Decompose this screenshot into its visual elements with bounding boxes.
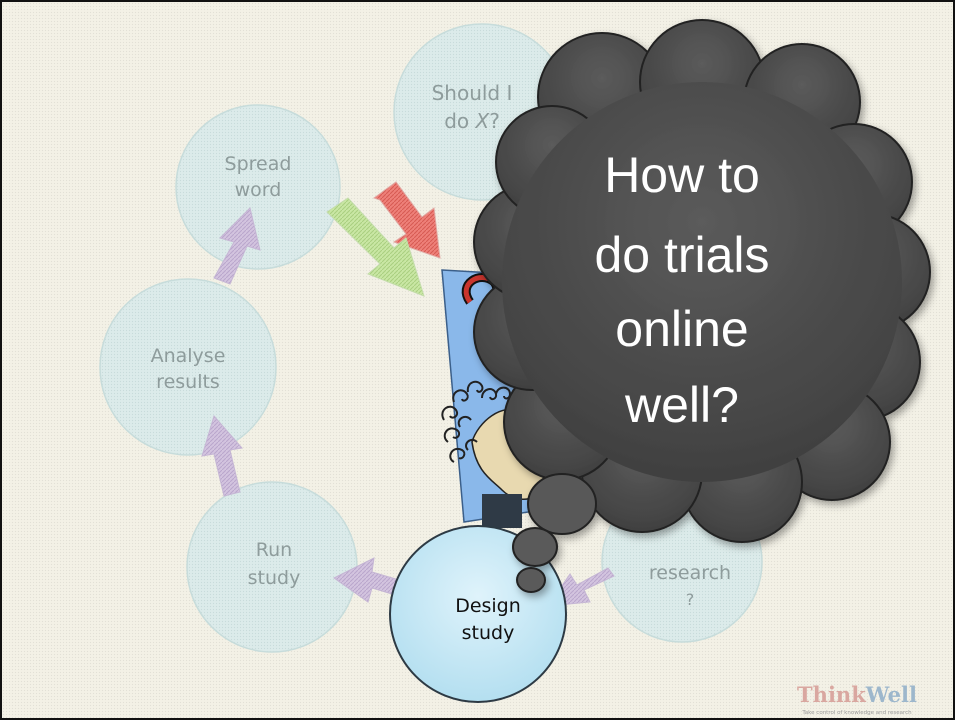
label-study-design: study — [462, 622, 515, 644]
circle-analyse-results — [99, 278, 277, 456]
label-results: results — [156, 371, 220, 393]
label-analyse: Analyse — [151, 345, 226, 367]
label-research: research — [649, 562, 731, 584]
logo-tagline: Take control of knowledge and research — [801, 710, 912, 716]
label-spread: Spread — [225, 153, 292, 175]
label-design: Design — [455, 595, 521, 617]
svg-text:do X?: do X? — [444, 109, 500, 133]
arrow-red — [372, 181, 441, 259]
thought-line-3: online — [615, 301, 748, 357]
label-should-i-var: X — [474, 109, 490, 133]
label-should-i-suffix: ? — [489, 109, 500, 133]
arrow-analyse-to-spread — [213, 207, 261, 285]
thought-cloud — [473, 19, 931, 593]
logo-well: Well — [865, 682, 917, 707]
label-research-q: ? — [686, 590, 695, 609]
svg-text:Should I: Should I — [432, 81, 513, 105]
thought-line-2: do trials — [594, 227, 769, 283]
arrow-green — [326, 197, 425, 297]
arrow-run-to-analyse — [201, 414, 243, 497]
label-should-i-line2-prefix: do — [444, 109, 475, 133]
thought-line-1: How to — [604, 147, 760, 203]
label-study-run: study — [248, 567, 301, 589]
thought-line-4: well? — [624, 377, 739, 433]
circle-spread-word — [175, 104, 341, 270]
label-run: Run — [256, 539, 292, 561]
logo-think: Think — [797, 682, 866, 707]
svg-text:ThinkWell: ThinkWell — [797, 682, 917, 707]
label-word: word — [235, 179, 282, 201]
thinkwell-logo: ThinkWell Take control of knowledge and … — [797, 682, 917, 716]
thought-text: How to do trials online well? — [594, 147, 769, 433]
label-should-i-line1: Should I — [432, 81, 513, 105]
